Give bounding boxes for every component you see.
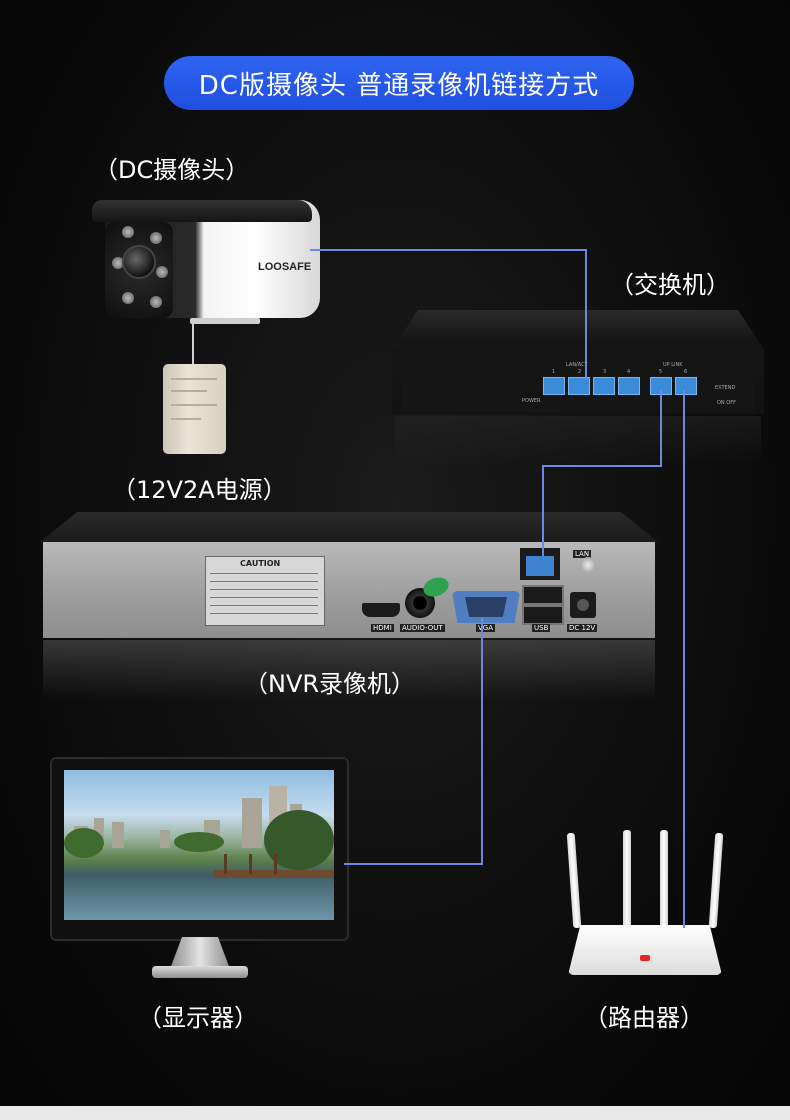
caution-sticker: CAUTION: [205, 556, 325, 626]
switch-reflection: [395, 416, 761, 466]
switch-port-number: 6: [684, 369, 688, 375]
caution-text-line: [210, 589, 318, 590]
nvr-ground-screw: [580, 557, 596, 573]
lan-label: LAN: [573, 550, 592, 558]
camera-ir-led: [156, 266, 168, 278]
caution-text-line: [210, 597, 318, 598]
screen-building: [160, 830, 170, 848]
vga-label: VGA: [476, 624, 496, 632]
lan-socket: [526, 556, 554, 576]
power-adapter: [163, 364, 226, 454]
switch-label: （交换机）: [610, 271, 730, 299]
monitor-stand-foot: [152, 966, 248, 978]
camera-ir-led: [150, 296, 162, 308]
caution-text-line: [210, 581, 318, 582]
audio-out-label: AUDIO-OUT: [400, 624, 445, 632]
screen-rail: [249, 854, 252, 874]
switch-extend-text: EXTEND: [715, 385, 736, 391]
router-label: （路由器）: [584, 1004, 704, 1032]
screen-deck: [214, 870, 334, 878]
switch-port-number: 3: [603, 369, 607, 375]
switch-uplink-port: [675, 377, 697, 395]
bottom-strip: [0, 1106, 790, 1120]
switch-onoff-text: ON OFF: [717, 400, 736, 406]
psu-text-line: [171, 418, 201, 420]
router-antenna: [623, 830, 631, 928]
screen-rail: [224, 854, 227, 874]
monitor-screen: [64, 770, 334, 920]
switch-port-number: 5: [659, 369, 663, 375]
caution-text-line: [210, 605, 318, 606]
switch-port-number: 4: [627, 369, 631, 375]
camera-label: （DC摄像头）: [94, 156, 250, 184]
switch-lan-act-text: LAN/ACT: [566, 362, 588, 368]
switch-port: [568, 377, 590, 395]
monitor-label: （显示器）: [138, 1004, 258, 1032]
camera-brand: LOOSAFE: [258, 261, 312, 273]
screen-building: [112, 822, 124, 848]
wire-nvr-to-monitor: [344, 618, 483, 865]
psu-text-line: [171, 390, 207, 392]
switch-power-text: POWER: [522, 398, 541, 404]
screen-tree: [174, 832, 224, 852]
camera-hood: [92, 200, 312, 222]
caution-text-line: [210, 613, 318, 614]
dc-label: DC 12V: [567, 624, 598, 632]
switch-port: [618, 377, 640, 395]
screen-rail: [274, 854, 277, 874]
router-antenna: [660, 830, 668, 928]
nvr-label: （NVR录像机）: [244, 670, 416, 698]
switch-port: [593, 377, 615, 395]
switch-port-number: 2: [578, 369, 582, 375]
nvr-top: [40, 512, 658, 542]
nvr-hdmi-port: [362, 603, 400, 617]
psu-text-line: [171, 378, 217, 380]
dc-socket: [577, 599, 589, 611]
caution-text-line: [210, 573, 318, 574]
camera-ir-led: [150, 232, 162, 244]
screen-building: [242, 798, 262, 848]
switch-port-number: 1: [552, 369, 556, 375]
switch-uplink-text: UP LINK: [663, 362, 683, 368]
wire-switch-to-nvr: [542, 390, 662, 556]
title-banner: DC版摄像头 普通录像机链接方式: [164, 56, 634, 110]
router-status-led: [640, 955, 650, 961]
nvr-reflection: [43, 640, 655, 700]
wire-camera-to-switch: [310, 249, 587, 380]
camera-ir-led: [112, 257, 124, 269]
camera-ir-led: [122, 226, 134, 238]
camera-mount: [190, 318, 260, 324]
router: [568, 925, 722, 975]
camera-ir-led: [122, 292, 134, 304]
switch-port: [543, 377, 565, 395]
vga-socket: [465, 597, 507, 617]
camera-lens: [122, 245, 156, 279]
psu-text-line: [171, 404, 217, 406]
nvr-usb-port: [522, 585, 564, 605]
screen-tree: [64, 828, 104, 858]
power-cord: [192, 322, 194, 367]
hdmi-label: HDMI: [371, 624, 394, 632]
caution-title: CAUTION: [240, 559, 281, 568]
title-text: DC版摄像头 普通录像机链接方式: [198, 70, 600, 101]
power-label: （12V2A电源）: [112, 476, 287, 504]
usb-label: USB: [532, 624, 551, 632]
